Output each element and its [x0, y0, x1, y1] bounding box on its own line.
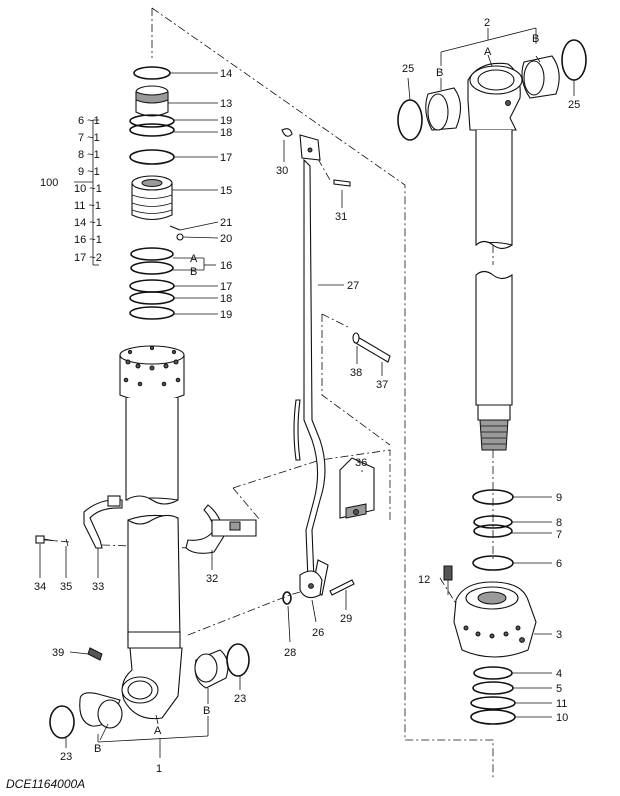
group-item: 17 ~2: [74, 252, 102, 264]
piston-stack: [129, 66, 184, 320]
callout-35: 35: [60, 581, 72, 593]
callout-4: 4: [556, 668, 562, 680]
callout-9: 9: [556, 492, 562, 504]
sub-label-a-bottom: A: [154, 725, 162, 737]
callout-labels: 14 13 19 18 17 15 21 20 A B 16 17 18 19 …: [34, 17, 580, 775]
callout-10: 10: [556, 712, 568, 724]
callout-28: 28: [284, 647, 296, 659]
group-label: 100: [40, 177, 58, 189]
callout-13: 13: [220, 98, 232, 110]
piston-rod: [397, 39, 587, 725]
callout-5: 5: [556, 683, 562, 695]
group-item: 8 ~1: [78, 149, 100, 161]
callout-16: 16: [220, 260, 232, 272]
callout-21: 21: [220, 217, 232, 229]
callout-36: 36: [355, 457, 367, 469]
sub-label-b16: B: [190, 266, 197, 278]
callout-8: 8: [556, 517, 562, 529]
sub-label-b-right-top: B: [532, 33, 539, 45]
callout-14: 14: [220, 68, 232, 80]
callout-25-right: 25: [568, 99, 580, 111]
group-100-list: 100 6 ~1 7 ~1 8 ~1 9 ~1 10 ~1 11 ~1 14 ~…: [40, 115, 102, 264]
sub-label-b-right-bottom: B: [203, 705, 210, 717]
figure-code: DCE1164000A: [6, 777, 85, 791]
callout-6: 6: [556, 558, 562, 570]
cylinder-tube: [119, 345, 185, 720]
callout-34: 34: [34, 581, 46, 593]
group-item: 14 ~1: [74, 217, 102, 229]
callout-33: 33: [92, 581, 104, 593]
assembly-centerlines: [44, 7, 494, 780]
pipe-line: [281, 128, 391, 605]
callout-39: 39: [52, 647, 64, 659]
callout-23-right: 23: [234, 693, 246, 705]
callout-3: 3: [556, 629, 562, 641]
callout-15: 15: [220, 185, 232, 197]
callout-30: 30: [276, 165, 288, 177]
callout-18: 18: [220, 293, 232, 305]
callout-19: 19: [220, 309, 232, 321]
clamps: [35, 495, 257, 739]
group-item: 16 ~1: [74, 234, 102, 246]
callout-23-left: 23: [60, 751, 72, 763]
callout-2: 2: [484, 17, 490, 29]
callout-27: 27: [347, 280, 359, 292]
callout-20: 20: [220, 233, 232, 245]
group-item: 7 ~1: [78, 132, 100, 144]
sub-label-a-top: A: [484, 46, 492, 58]
sub-label-a16: A: [190, 253, 198, 265]
sub-label-b-left-top: B: [436, 67, 443, 79]
group-item: 10 ~1: [74, 183, 102, 195]
group-item: 6 ~1: [78, 115, 100, 127]
sub-label-b-left-bottom: B: [94, 743, 101, 755]
callout-17: 17: [220, 152, 232, 164]
callout-38: 38: [350, 367, 362, 379]
callout-11: 11: [556, 698, 567, 710]
group-item: 9 ~1: [78, 166, 100, 178]
leader-lines: [39, 27, 575, 758]
callout-19: 19: [220, 115, 232, 127]
callout-12: 12: [418, 574, 430, 586]
callout-7: 7: [556, 529, 562, 541]
callout-32: 32: [206, 573, 218, 585]
callout-25-left: 25: [402, 63, 414, 75]
callout-31: 31: [335, 211, 347, 223]
callout-29: 29: [340, 613, 352, 625]
group-item: 11 ~1: [74, 200, 101, 212]
callout-26: 26: [312, 627, 324, 639]
callout-37: 37: [376, 379, 388, 391]
callout-1: 1: [156, 763, 162, 775]
callout-18: 18: [220, 127, 232, 139]
callout-17: 17: [220, 281, 232, 293]
